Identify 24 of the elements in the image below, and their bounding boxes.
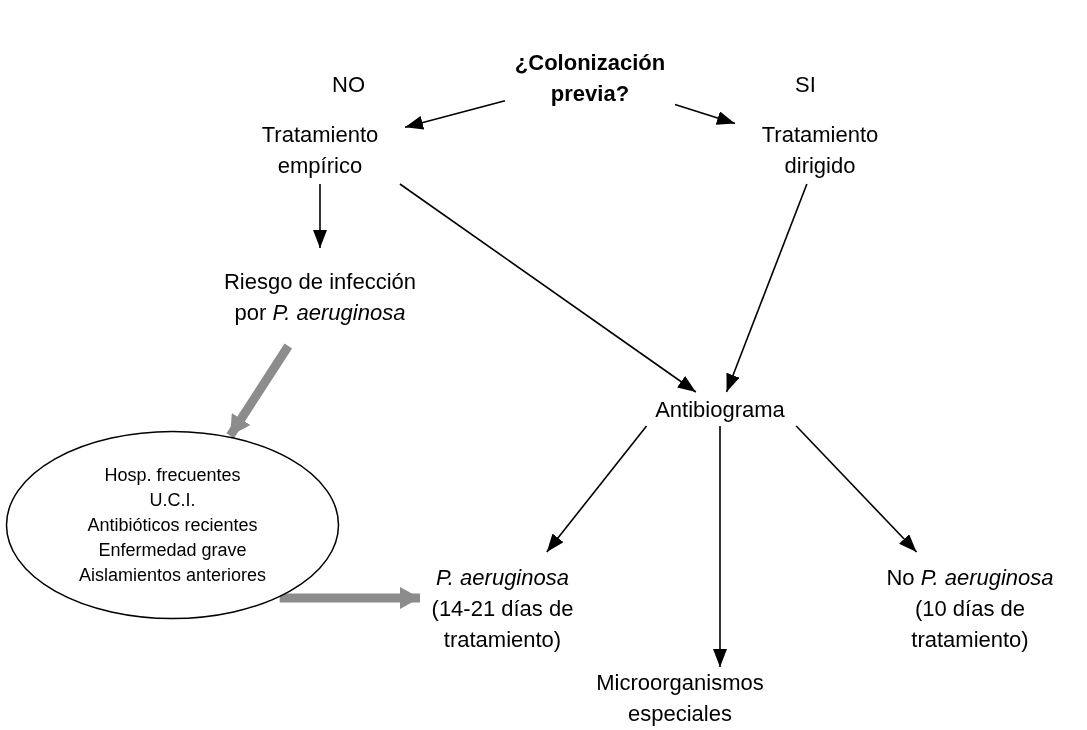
node-text: ¿Colonización previa? [513, 49, 667, 108]
node-text: Aislamientos anteriores [78, 563, 267, 587]
node-text: Microorganismos especiales [595, 669, 765, 728]
block-arrow [279, 587, 420, 609]
arrow [399, 183, 697, 393]
arrow [404, 99, 506, 130]
node-text: Tratamiento dirigido [760, 121, 880, 180]
node-text: Enfermedad grave [98, 538, 247, 562]
node-text: Antibiograma [655, 395, 785, 424]
node-text: Riesgo de infección por P. aeruginosa [223, 268, 417, 327]
block-arrow [226, 343, 293, 439]
arrow [713, 425, 727, 668]
arrow [546, 425, 648, 553]
node-text: Antibióticos recientes [87, 513, 258, 537]
arrow [725, 183, 808, 393]
node-text: U.C.I. [149, 488, 196, 512]
arrow [313, 183, 327, 249]
node-text: Tratamiento empírico [260, 121, 380, 180]
arrow [674, 103, 736, 125]
criteria-ellipse [5, 430, 340, 620]
node-text: P. aeruginosa (14-21 días de tratamiento) [430, 563, 575, 654]
node-text: Hosp. frecuentes [104, 463, 241, 487]
arrow [795, 425, 918, 553]
node-text: No P. aeruginosa (10 días de tratamiento) [885, 563, 1055, 654]
